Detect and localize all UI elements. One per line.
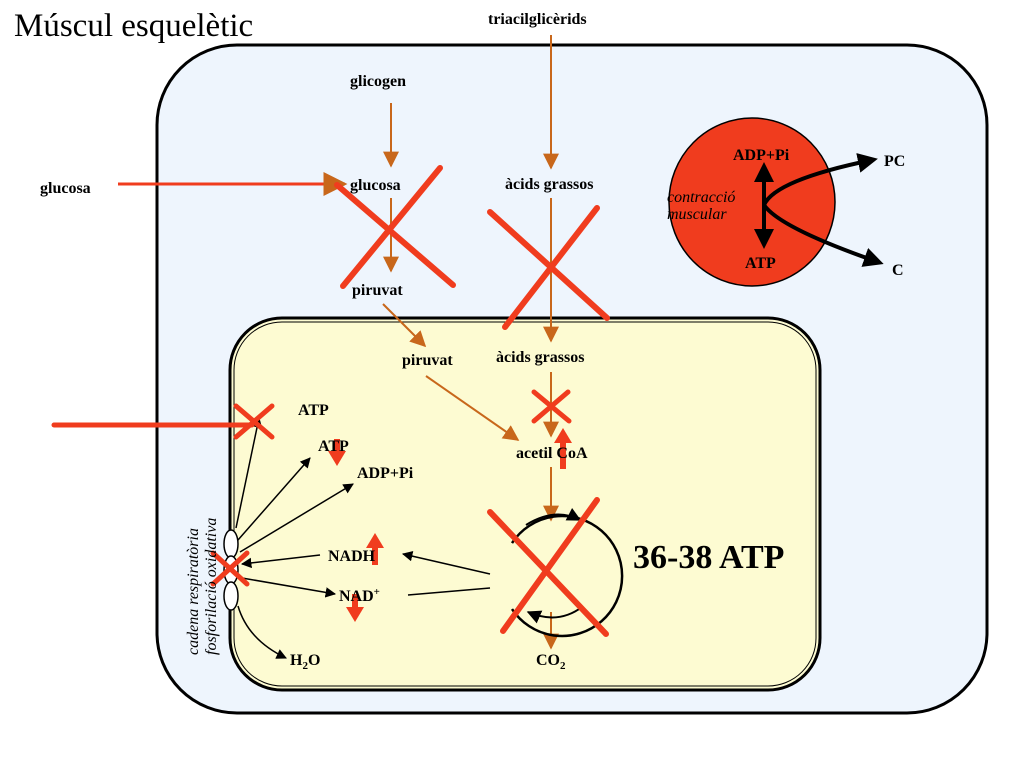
label-atp-2: ATP [318,438,349,455]
down-arrow-nad [346,594,364,622]
label-contraction-atp: ATP [745,255,776,272]
label-respiratory-chain: cadena respiratòria [185,528,202,655]
arrow-chain-to-nad [241,577,337,598]
label-glycogen: glicogen [350,73,406,90]
block-x-krebs-cycle [487,497,609,637]
label-adp-pi: ADP+Pi [357,465,414,482]
down-arrow-atp [328,439,346,466]
arrow-chain-to-atp-2 [237,457,311,541]
arrow-chain-to-adp [239,483,354,553]
label-h2o: H2O [290,652,320,672]
block-x-glycolysis [334,165,456,289]
label-glucose: glucosa [350,177,401,194]
arrow-pyruvate-into-mitochondrion [382,303,427,348]
muscle-contraction-circle [668,117,836,287]
label-co2: CO2 [536,652,566,672]
up-arrow-acetyl-coa [554,428,572,469]
mitochondrion [228,316,822,692]
label-oxidative-phosphorylation: fosforilació oxidativa [203,518,220,655]
arrow-pyruvate-to-acetyl-coa [425,375,520,441]
label-pc: PC [884,153,905,170]
label-fatty-acids-mito: àcids grassos [496,349,584,366]
arrow-chain-to-nadh [240,554,321,569]
label-c: C [892,262,904,279]
label-atp-1: ATP [298,402,329,419]
label-atp-yield: 36-38 ATP [633,539,784,576]
block-x-fatty-acid-entry [487,205,610,330]
arrow-nad-to-krebs [407,587,491,596]
label-glucose-outside: glucosa [40,180,91,197]
up-arrow-nadh [366,533,384,565]
arrow-chain-to-atp-1 [235,416,263,529]
label-fatty-acids-cytosol: àcids grassos [505,176,593,193]
label-contraction-1: contracció [667,189,735,206]
arrow-to-c [762,203,884,267]
label-pyruvate-mito: piruvat [402,352,453,369]
label-triacylglycerides: triacilglicèrids [488,11,587,28]
block-x-respiratory-chain [210,550,250,587]
page-title: Múscul esquelètic [14,8,253,44]
krebs-cycle [510,507,624,638]
label-contraction-adp: ADP+Pi [733,147,790,164]
label-acetyl-coa: acetil CoA [516,445,588,462]
arrow-to-pc [762,153,878,206]
label-nadh: NADH [328,548,376,565]
block-x-beta-oxidation [531,389,572,424]
arrow-nadh-from-krebs [401,551,491,575]
label-pyruvate-cytosol: piruvat [352,282,403,299]
label-nad: NAD+ [339,586,380,605]
label-contraction-2: muscular [667,206,727,223]
arrow-chain-to-h2o [237,605,287,659]
block-x-atp-export [51,403,275,440]
